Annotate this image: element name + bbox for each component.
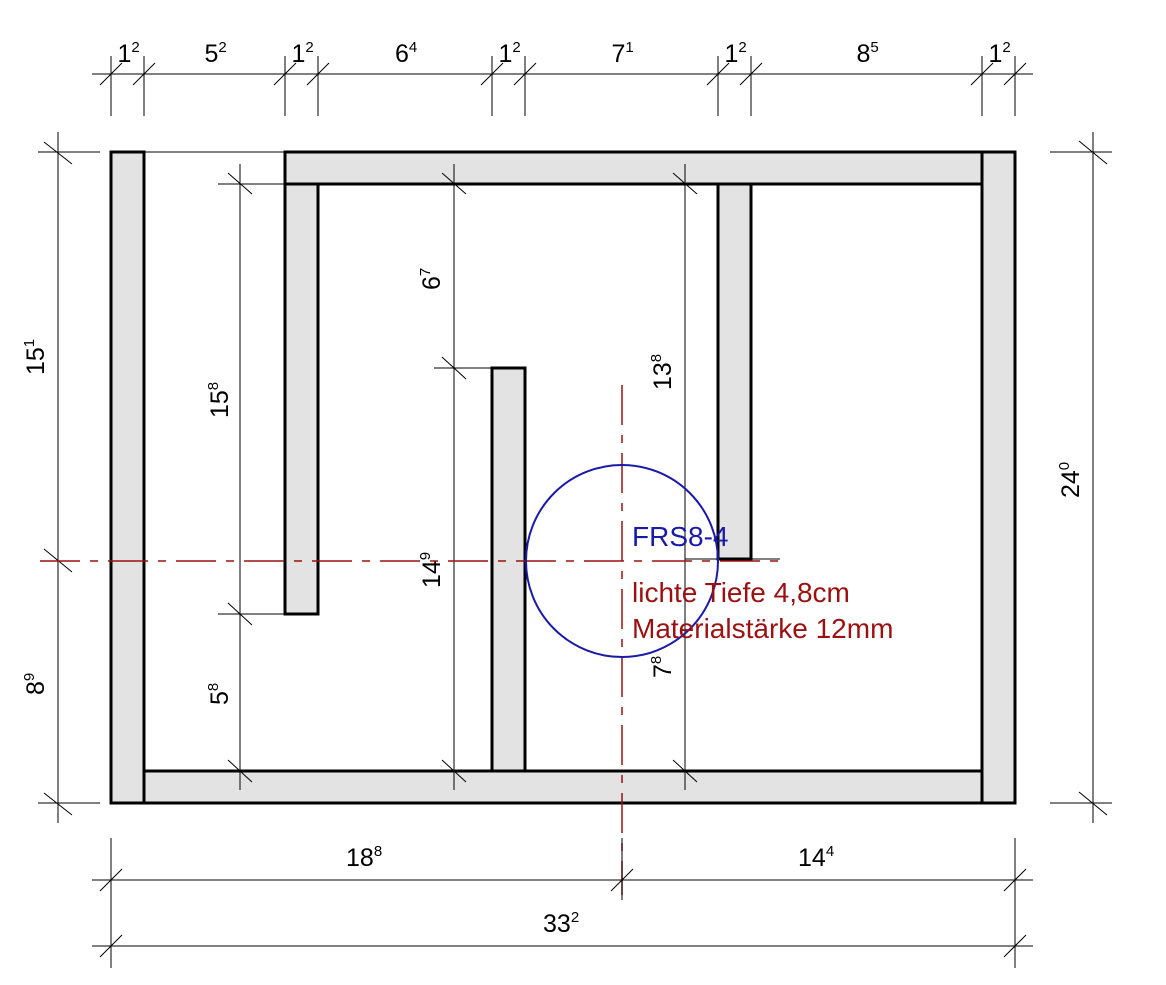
enclosure-panels xyxy=(109,150,1017,805)
baffle-left xyxy=(283,182,320,616)
top-tick-mark xyxy=(132,62,156,86)
top-dim-label: 52 xyxy=(205,39,227,68)
right-wall xyxy=(980,150,1017,805)
top-tick-mark xyxy=(306,62,330,86)
inner-dimensions: 158 58 67 149 138 78 xyxy=(205,164,780,790)
baffle-right xyxy=(716,182,753,561)
inner-right-upper-dim: 138 xyxy=(648,354,677,390)
bottom-total-dim: 332 xyxy=(543,909,579,938)
top-tick-mark xyxy=(99,62,123,86)
bottom-right-dim: 144 xyxy=(798,843,834,872)
baffle-middle xyxy=(490,366,527,773)
note-depth: lichte Tiefe 4,8cm xyxy=(632,577,850,608)
top-dim-label: 12 xyxy=(989,39,1011,68)
top-tick-mark xyxy=(739,62,763,86)
top-dimension-chain: 12 52 12 64 12 71 12 85 12 xyxy=(92,39,1033,116)
top-tick-mark xyxy=(970,62,994,86)
inner-left-lower-dim: 58 xyxy=(205,683,234,705)
top-tick-mark xyxy=(480,62,504,86)
driver-circle xyxy=(525,464,719,658)
top-dim-label: 12 xyxy=(118,39,140,68)
top-dim-label: 64 xyxy=(395,39,417,68)
driver-centerlines xyxy=(40,385,780,895)
inner-right-lower-dim: 78 xyxy=(648,656,677,678)
bottom-dimension-chain: 188 144 332 xyxy=(92,838,1033,968)
bottom-left-dim: 188 xyxy=(346,843,382,872)
left-lower-dim: 89 xyxy=(21,673,50,695)
right-dimension: 240 xyxy=(1050,132,1112,823)
note-material: Materialstärke 12mm xyxy=(632,613,893,644)
left-dimension-chain: 151 89 xyxy=(21,132,100,823)
top-dim-label: 12 xyxy=(725,39,747,68)
driver-label: FRS8-4 xyxy=(632,521,728,552)
left-wall xyxy=(109,150,146,805)
top-dim-label: 12 xyxy=(499,39,521,68)
right-total-dim: 240 xyxy=(1056,462,1085,498)
inner-middle-lower-dim: 149 xyxy=(417,552,446,588)
top-dim-label: 85 xyxy=(857,39,879,68)
top-tick-mark xyxy=(706,62,730,86)
top-tick-mark xyxy=(1003,62,1027,86)
bottom-wall xyxy=(142,769,984,805)
inner-middle-upper-dim: 67 xyxy=(417,268,446,290)
top-tick-mark xyxy=(273,62,297,86)
top-dim-label: 12 xyxy=(292,39,314,68)
top-tick-mark xyxy=(513,62,537,86)
top-wall xyxy=(283,150,984,186)
top-dim-label: 71 xyxy=(612,39,634,68)
left-upper-dim: 151 xyxy=(21,339,50,375)
inner-left-upper-dim: 158 xyxy=(205,382,234,418)
